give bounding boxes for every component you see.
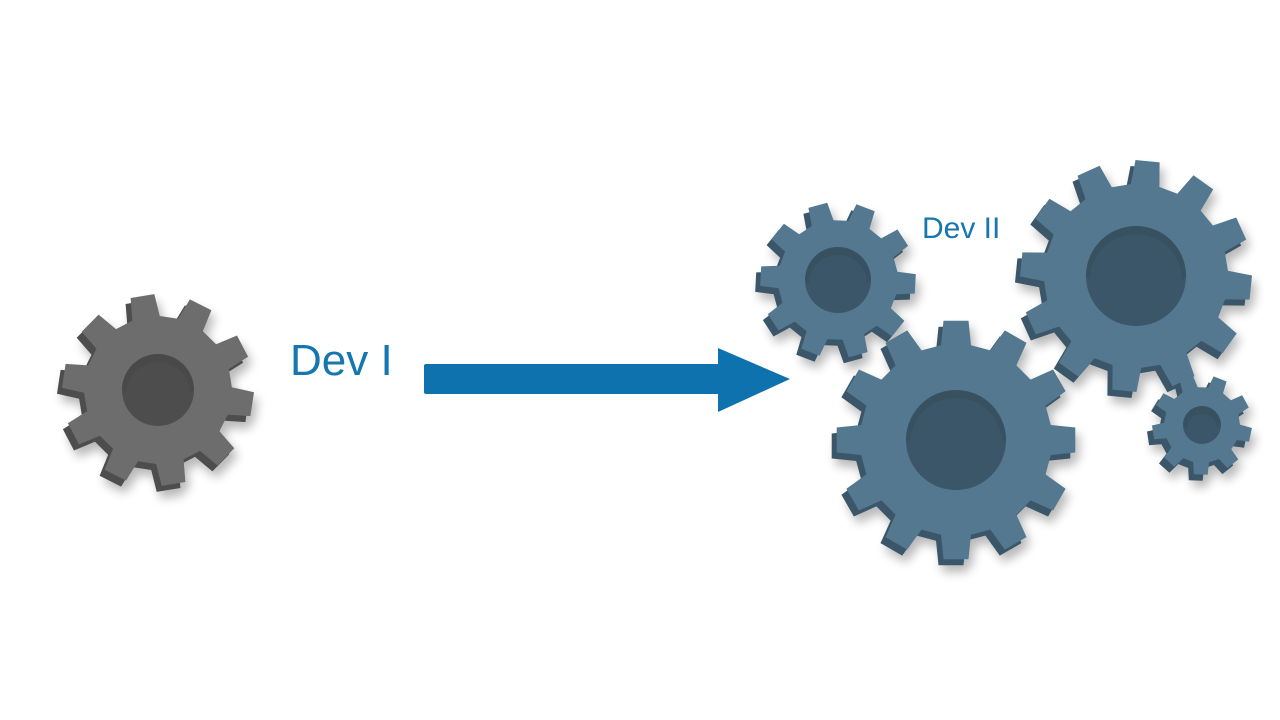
large-gear-icon [1015, 160, 1252, 398]
gear-hole-shade [122, 354, 194, 394]
gear-face [62, 294, 254, 486]
large-gear-front-icon [831, 320, 1076, 566]
single-gear-icon [57, 294, 254, 492]
gear-face [836, 320, 1076, 560]
arrow-right-icon [424, 348, 790, 412]
gear-hole-shade [906, 390, 1006, 444]
arrow-head [718, 348, 790, 412]
gear-hole-shade [1086, 226, 1186, 280]
gear-face [1020, 160, 1252, 392]
stage-one-label: Dev I [290, 336, 393, 385]
gear-face [1152, 375, 1252, 475]
gear-hole-shade [1183, 406, 1221, 429]
stage-two-label: Dev II [922, 212, 1001, 245]
gear-hole-shade [805, 247, 871, 284]
gear-face [760, 202, 916, 358]
gear-cluster-icon [755, 160, 1252, 566]
arrow-shaft [424, 364, 726, 394]
small-gear-icon [755, 202, 916, 364]
tiny-gear-icon [1147, 375, 1252, 481]
